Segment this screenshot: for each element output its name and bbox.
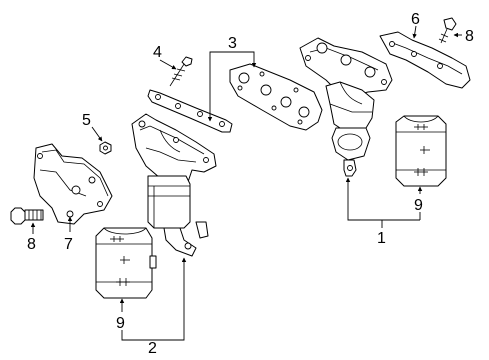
callout-8-right: 8 bbox=[465, 28, 474, 45]
manifold-catalytic-converter-left bbox=[131, 113, 217, 257]
callout-2: 2 bbox=[148, 340, 157, 357]
converter-heat-shield-left bbox=[95, 227, 157, 299]
callout-1: 1 bbox=[377, 230, 386, 247]
nut bbox=[99, 141, 112, 155]
gasket-large bbox=[229, 63, 323, 131]
manifold-catalytic-converter-right bbox=[299, 37, 393, 177]
leader-4 bbox=[159, 59, 177, 70]
bolt-right bbox=[438, 17, 457, 44]
callout-3: 3 bbox=[228, 35, 237, 52]
heat-shield-right bbox=[379, 31, 471, 89]
callout-9-right: 9 bbox=[414, 197, 423, 214]
stud bbox=[169, 56, 193, 87]
leader-5 bbox=[91, 126, 103, 142]
callout-4: 4 bbox=[153, 44, 162, 61]
callout-7: 7 bbox=[64, 236, 73, 253]
leader-3 bbox=[209, 51, 257, 112]
callout-5: 5 bbox=[82, 112, 91, 129]
gasket-small bbox=[147, 89, 233, 133]
callout-8-left: 8 bbox=[27, 236, 36, 253]
leader-1 bbox=[345, 177, 375, 221]
callout-6: 6 bbox=[411, 11, 420, 28]
leader-2 bbox=[121, 257, 187, 341]
converter-heat-shield-right bbox=[395, 115, 447, 187]
callout-9-left: 9 bbox=[116, 315, 125, 332]
heat-shield-left bbox=[33, 143, 113, 225]
leader-6 bbox=[412, 25, 417, 39]
bolt-left bbox=[10, 207, 44, 225]
